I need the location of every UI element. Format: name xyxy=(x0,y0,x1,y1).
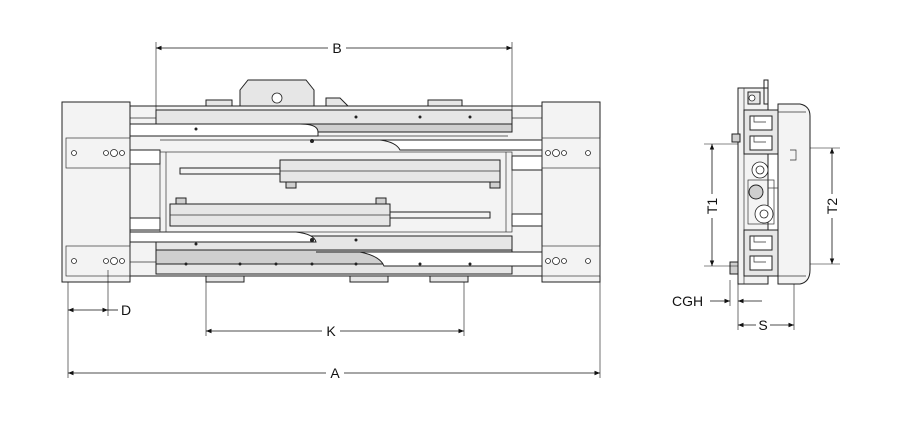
dimension-S: S xyxy=(738,284,795,333)
hydraulic-cylinder-lower xyxy=(169,197,491,227)
dimension-A: A xyxy=(68,282,601,381)
side-view-dimensions: T1 T2 CGH S xyxy=(672,143,841,333)
fork-carrier-right xyxy=(541,101,601,283)
dimension-label-CGH: CGH xyxy=(672,293,703,309)
upper-rail xyxy=(129,109,543,151)
lower-rail xyxy=(129,231,543,275)
dimension-D: D xyxy=(67,270,131,378)
dimension-T1: T1 xyxy=(703,143,738,267)
inner-frame xyxy=(159,151,513,233)
dimension-label-K: K xyxy=(326,323,336,339)
dimension-label-B: B xyxy=(332,40,341,56)
bottom-lugs xyxy=(205,275,469,283)
top-hook-bracket xyxy=(205,79,463,107)
dimension-B: B xyxy=(155,40,513,110)
hydraulic-cylinder-upper xyxy=(179,159,501,189)
dimension-label-T2: T2 xyxy=(824,198,840,215)
dimension-T2: T2 xyxy=(810,147,841,265)
fork-carrier-left xyxy=(61,101,131,283)
dimension-label-D: D xyxy=(121,302,131,318)
side-view xyxy=(729,79,811,285)
dimension-K: K xyxy=(205,282,465,339)
dimension-label-T1: T1 xyxy=(704,198,720,215)
dimension-label-S: S xyxy=(758,317,767,333)
dimension-label-A: A xyxy=(330,365,340,381)
front-view-dimensions: B D K A xyxy=(67,40,601,381)
dimension-CGH: CGH xyxy=(672,280,762,330)
front-view xyxy=(61,79,601,283)
